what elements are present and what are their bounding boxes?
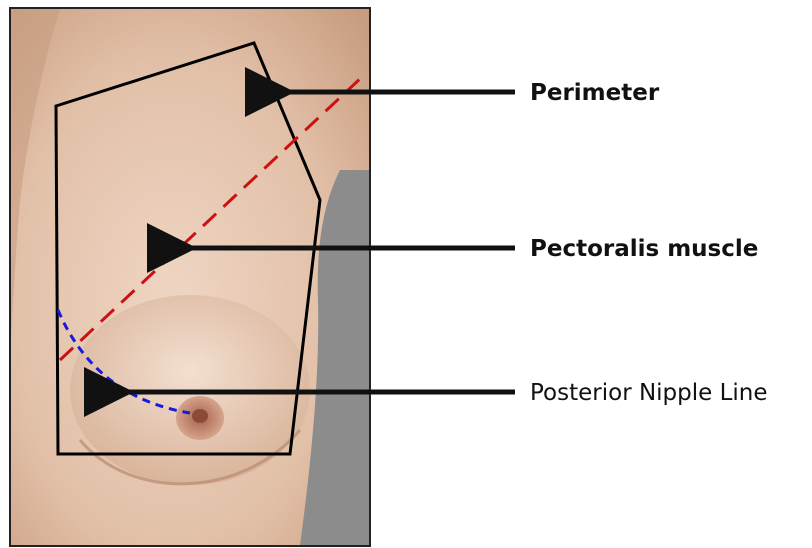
posterior-nipple-line-label: Posterior Nipple Line — [530, 382, 768, 405]
photo — [10, 8, 370, 546]
perimeter-label: Perimeter — [530, 82, 659, 105]
photo-nipple — [192, 409, 208, 423]
pectoralis-muscle-label: Pectoralis muscle — [530, 238, 758, 261]
